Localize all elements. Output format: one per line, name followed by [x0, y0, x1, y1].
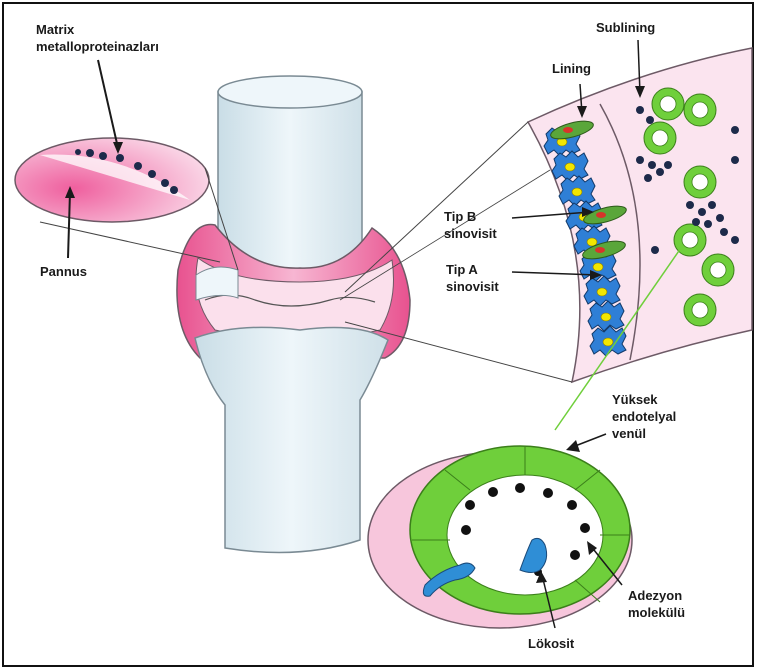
leukocyte-dot	[656, 168, 664, 176]
label-sublining: Sublining	[596, 20, 655, 35]
label-venule: Yüksek	[612, 392, 658, 407]
lining-cell	[584, 276, 620, 306]
leukocyte-dot	[731, 126, 739, 134]
leukocyte-dot	[644, 174, 652, 182]
leukocyte-dot	[636, 106, 644, 114]
leukocyte-dot	[708, 201, 716, 209]
leukocyte-dot	[731, 156, 739, 164]
label-tip-b-2: sinovisit	[444, 226, 497, 241]
leukocyte-dot	[692, 218, 700, 226]
vessel	[684, 94, 716, 126]
label-pannus: Pannus	[40, 264, 87, 279]
lining-cell	[559, 176, 595, 206]
leukocyte-dot	[698, 208, 706, 216]
label-lining: Lining	[552, 61, 591, 76]
label-tip-b: Tip B	[444, 209, 476, 224]
lower-bone	[195, 327, 388, 552]
label-venule-2: endotelyal	[612, 409, 676, 424]
leukocyte-dot	[648, 161, 656, 169]
upper-bone	[218, 76, 362, 279]
vessel	[652, 88, 684, 120]
vessel	[702, 254, 734, 286]
leukocyte-dot	[704, 220, 712, 228]
label-venule-3: venül	[612, 426, 646, 441]
bone-notch	[196, 267, 238, 300]
vessel	[684, 166, 716, 198]
venule-section	[368, 446, 632, 628]
label-matrix-2: metalloproteinazları	[36, 39, 159, 54]
label-adhesion: Adezyon	[628, 588, 682, 603]
lining-cell	[588, 301, 624, 331]
leukocyte-dot	[651, 246, 659, 254]
leukocyte-dot	[664, 161, 672, 169]
lining-cell	[552, 151, 588, 181]
label-matrix: Matrix	[36, 22, 75, 37]
vessel	[644, 122, 676, 154]
lining-cell	[590, 326, 626, 356]
label-tip-a-2: sinovisit	[446, 279, 499, 294]
leukocyte-dot	[716, 214, 724, 222]
label-tip-a: Tip A	[446, 262, 478, 277]
label-leukocyte: Lökosit	[528, 636, 575, 651]
vessel	[684, 294, 716, 326]
leukocyte-dot	[731, 236, 739, 244]
leukocyte-dot	[686, 201, 694, 209]
leukocyte-dot	[646, 116, 654, 124]
leukocyte-dot	[636, 156, 644, 164]
label-adhesion-2: molekülü	[628, 605, 685, 620]
leukocyte-dot	[720, 228, 728, 236]
mmp-arrow	[98, 60, 118, 148]
